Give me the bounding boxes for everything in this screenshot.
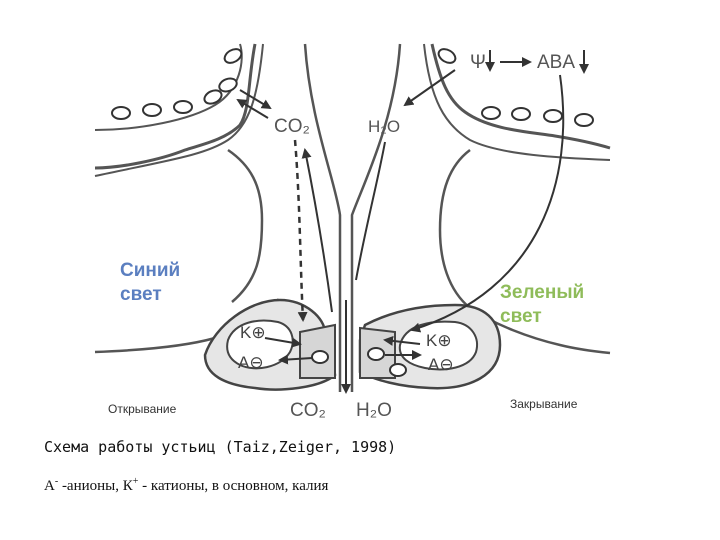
arrow-chloroplast-to-co2 (239, 89, 272, 110)
psi-label: Ψ (470, 52, 486, 73)
legend-a-sup: - (54, 476, 59, 487)
stomata-diagram: Синий свет Зеленый свет Открывание Закры… (94, 43, 611, 421)
left-cell-outline (94, 43, 243, 131)
legend-a-text: -анионы, К (58, 478, 133, 494)
arrow-left-k-in (264, 337, 302, 348)
left-cell-wall (94, 43, 257, 170)
arrow-co2-up (301, 148, 333, 313)
k-ion-left: K⊕ (240, 323, 266, 342)
arrow-psi-to-h2o (403, 69, 456, 107)
green-light-label-2: свет (500, 306, 542, 327)
chloroplast-group-right (437, 48, 594, 127)
ion-legend: А- -анионы, К+ - катионы, в основном, ка… (44, 476, 328, 495)
green-light-label-1: Зеленый (500, 282, 584, 303)
co2-bottom-label: CO₂ (290, 400, 326, 421)
aba-label: ABA (537, 52, 575, 73)
right-lower-wall (438, 149, 471, 309)
chloroplast-guard (311, 347, 407, 377)
arrow-co2-dashed (293, 139, 308, 322)
h2o-top-label: H₂O (368, 117, 400, 136)
arrow-left-a-in (278, 354, 313, 365)
blue-light-label-1: Синий (120, 260, 180, 281)
k-ion-right: K⊕ (426, 331, 452, 350)
a-ion-right: A⊖ (428, 355, 454, 374)
chloroplast-group-left (111, 48, 243, 120)
left-lower-wall (227, 148, 264, 303)
co2-top-label: CO₂ (274, 116, 310, 137)
arrow-aba-to-guard (410, 74, 565, 333)
right-cell-wall (430, 43, 611, 150)
left-guard-vacuole (226, 319, 294, 370)
blue-light-label-2: свет (120, 284, 162, 305)
pore-right-wall (350, 43, 402, 392)
pore-left-wall (303, 43, 342, 392)
arrow-h2o-up (355, 141, 386, 281)
h2o-bottom-label: H₂O (356, 400, 392, 421)
right-cell-wall-inner (423, 43, 611, 161)
figure-caption: Схема работы устьиц (Taiz,Zeiger, 1998) (44, 438, 397, 456)
closing-label: Закрывание (510, 397, 578, 411)
arrow-co2-to-chloroplast (236, 98, 269, 119)
a-ion-left: A⊖ (238, 353, 264, 372)
legend-k-sup: + (132, 476, 139, 487)
left-cell-wall-inner (94, 43, 264, 177)
legend-k-text: - катионы, в основном, калия (138, 478, 329, 494)
legend-a-letter: А (44, 478, 55, 494)
arrow-right-k-out (383, 335, 421, 346)
opening-label: Открывание (108, 402, 177, 416)
